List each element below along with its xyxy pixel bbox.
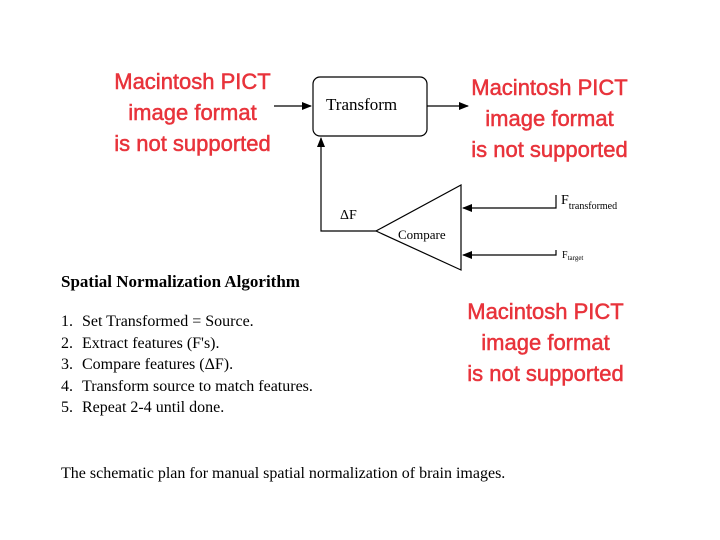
figure-caption: The schematic plan for manual spatial no…: [61, 465, 506, 482]
step-text: Transform source to match features.: [82, 377, 313, 395]
step-number: 1.: [61, 313, 73, 330]
algorithm-title: Spatial Normalization Algorithm: [61, 272, 300, 291]
step-number: 2.: [61, 334, 73, 352]
f-transformed-subscript: transformed: [568, 201, 618, 212]
step-number: 3.: [61, 356, 73, 373]
placeholder-line: is not supported: [471, 137, 628, 163]
transform-label: Transform: [326, 95, 398, 114]
step-item: 2. Extract features (F's).: [61, 333, 313, 355]
f-symbol: F: [561, 193, 569, 208]
step-number: 4.: [61, 377, 73, 395]
step-item: 1. Set Transformed = Source.: [61, 311, 313, 333]
delta-f-label: ΔF: [340, 208, 357, 223]
source-image-placeholder: Macintosh PICT image format is not suppo…: [100, 66, 285, 159]
f-transformed-input-arrow: [462, 195, 557, 212]
step-item: 5. Repeat 2-4 until done.: [61, 397, 313, 419]
placeholder-line: Macintosh PICT: [471, 75, 628, 101]
f-symbol: F: [562, 250, 568, 261]
compare-label: Compare: [398, 227, 446, 242]
transformed-image-placeholder: Macintosh PICT image format is not suppo…: [462, 72, 637, 165]
f-target-label: Ftarget: [562, 250, 584, 262]
algorithm-steps: 1. Set Transformed = Source. 2. Extract fe…: [61, 311, 313, 419]
placeholder-line: is not supported: [114, 131, 271, 157]
delta-f-feedback-arrow: [317, 137, 376, 232]
f-target-input-arrow: [462, 250, 557, 259]
placeholder-line: image format: [485, 106, 614, 132]
f-transformed-label: Ftransformed: [561, 193, 618, 212]
compare-triangle: [374, 183, 462, 271]
placeholder-line: Macintosh PICT: [467, 299, 624, 325]
step-text: Set Transformed = Source.: [82, 313, 254, 330]
step-item: 3. Compare features (ΔF).: [61, 354, 313, 376]
step-text: Repeat 2-4 until done.: [82, 399, 225, 416]
f-target-subscript: target: [567, 254, 584, 262]
step-number: 5.: [61, 399, 73, 416]
placeholder-line: Macintosh PICT: [114, 69, 271, 95]
step-text: Compare features (ΔF).: [82, 356, 234, 373]
placeholder-line: image format: [481, 330, 610, 356]
step-text: Extract features (F's).: [82, 334, 220, 352]
placeholder-line: image format: [128, 100, 257, 126]
target-image-placeholder: Macintosh PICT image format is not suppo…: [458, 296, 633, 389]
placeholder-line: is not supported: [467, 361, 624, 387]
step-item: 4. Transform source to match features.: [61, 376, 313, 398]
